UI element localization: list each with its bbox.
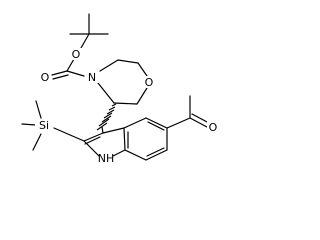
atom-o-morpholine: O [145, 76, 154, 89]
bond-ch2 [101, 126, 104, 134]
bond-si-me2 [35, 100, 42, 119]
bond-O-c3 [136, 87, 148, 105]
bond-c7-c7a [124, 149, 147, 161]
bond-acyl-O-2 [191, 113, 210, 124]
bond-c6-c7 [145, 149, 168, 161]
bond-acyl-O-1 [189, 117, 208, 128]
pyrrole-ring [83, 127, 126, 159]
acetyl-group [166, 95, 210, 129]
atom-o-ester: O [72, 48, 81, 61]
bond-ccarbonyl-N [66, 70, 85, 77]
methylene-linker [101, 126, 104, 134]
bond-c3-c2 [83, 132, 104, 142]
benzene-ring [123, 117, 168, 161]
bond-c4-c5-double [147, 121, 165, 131]
bond-c4-c5 [145, 117, 168, 129]
bond-oester-ccarbonyl [66, 58, 75, 72]
bond-c6-c7-double [146, 147, 165, 157]
atom-si: Si [39, 119, 49, 132]
bond-c3-c4 [113, 102, 138, 105]
bond-c4-N [97, 82, 115, 104]
hashed-wedge-bond [96, 103, 117, 131]
bond-c1-c2 [117, 59, 139, 64]
bond-si-me3 [32, 133, 42, 151]
boc-carbamate [51, 58, 85, 80]
bond-c2-n1 [83, 140, 102, 159]
bond-c3-c2-double [84, 136, 101, 145]
bond-c3a-c4 [123, 117, 147, 129]
bond-c3-c3a [102, 127, 125, 134]
bond-si-me1 [21, 123, 37, 126]
chemical-structure: O O N O Si NH O [21, 13, 219, 167]
bond-c5-cacyl [166, 117, 191, 129]
bond-N-c1 [99, 59, 119, 72]
bond-carbonyl-O-1 [51, 70, 68, 76]
bond-c3a-c7a [123, 127, 126, 151]
atom-n-indole: NH [98, 152, 115, 165]
structure-canvas: O O N O Si NH O [21, 13, 219, 167]
bond-carbonyl-O-2 [52, 74, 69, 80]
bond-tbu-oester [80, 33, 90, 49]
tert-butyl-group [69, 13, 109, 49]
bond-c2-O [137, 62, 148, 77]
morpholine-ring [97, 59, 148, 105]
atom-o-carbonyl: O [41, 71, 50, 84]
atom-n-morpholine: N [88, 71, 96, 84]
bond-c2-si [53, 127, 85, 142]
trimethylsilyl-group [21, 100, 85, 151]
atom-o-acetyl: O [209, 121, 218, 134]
